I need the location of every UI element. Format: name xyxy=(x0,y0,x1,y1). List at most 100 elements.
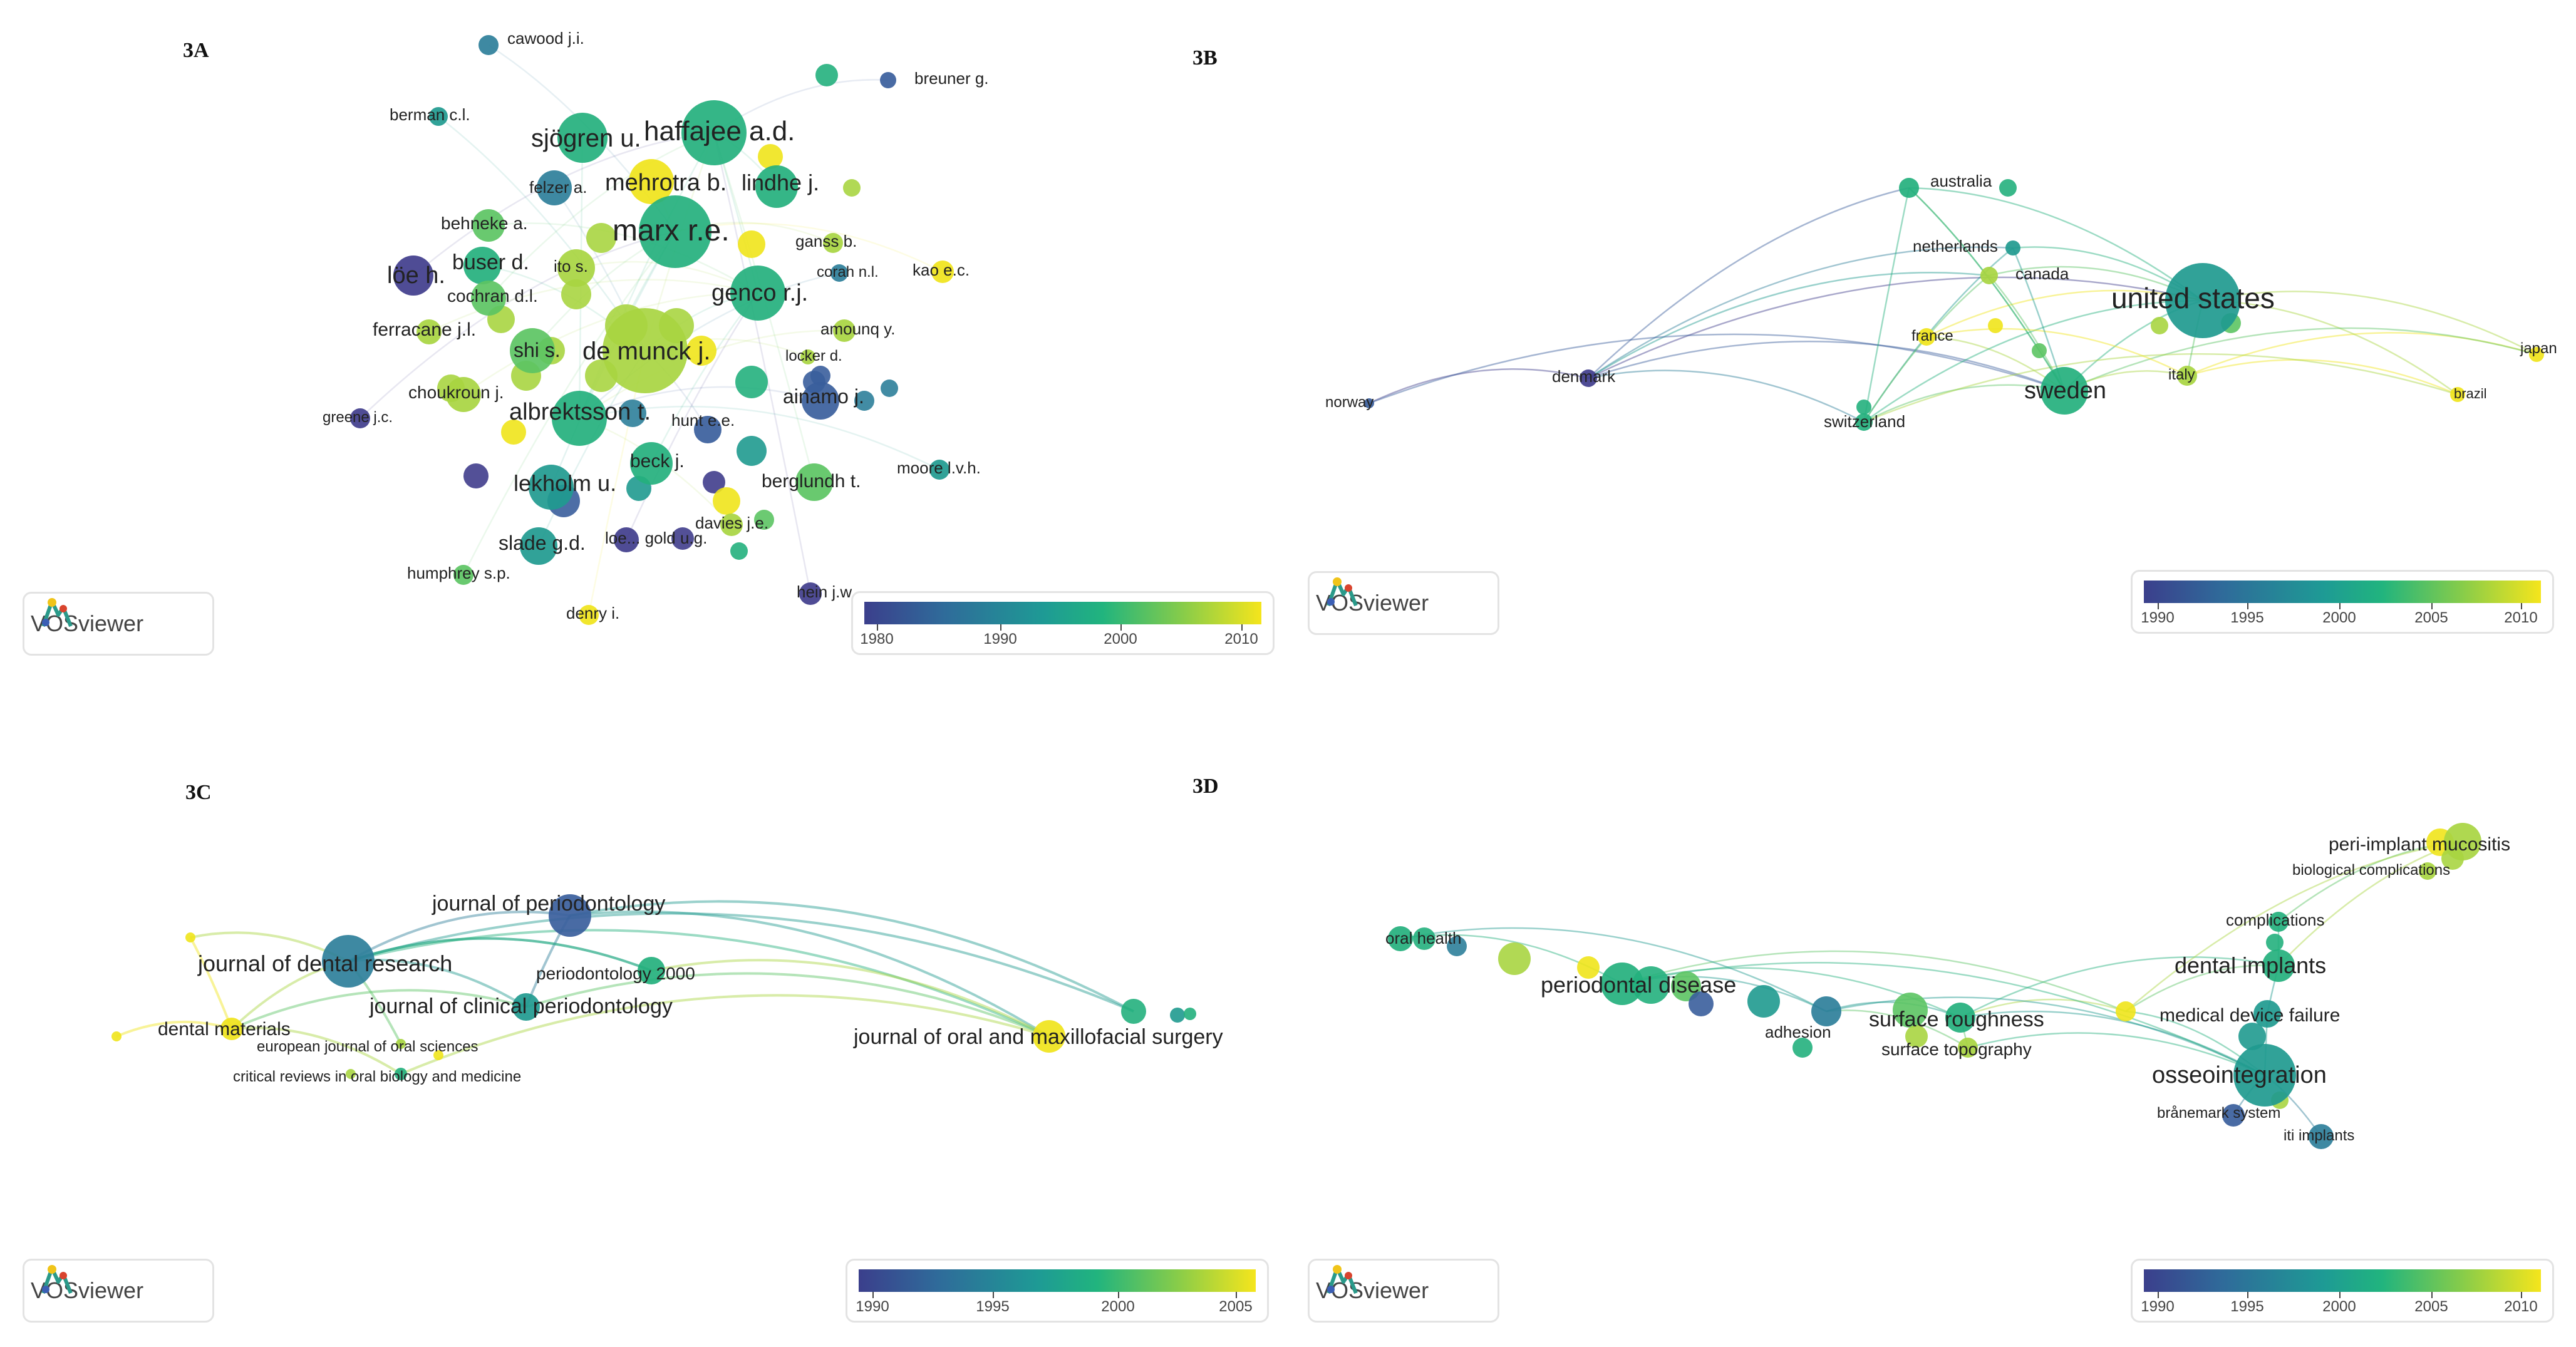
minor-node[interactable] xyxy=(185,932,195,942)
node-de-munck-j[interactable] xyxy=(603,308,688,393)
minor-node[interactable] xyxy=(671,527,694,550)
node-ito-s[interactable] xyxy=(557,249,595,287)
vosviewer-logo[interactable]: VOSviewer xyxy=(23,1259,214,1323)
minor-node[interactable] xyxy=(738,230,765,258)
node-european-journal-of-oral-sciences[interactable] xyxy=(396,1039,406,1049)
node-norway[interactable] xyxy=(1364,398,1374,408)
node-biological-complications[interactable] xyxy=(2419,862,2436,880)
minor-node[interactable] xyxy=(2032,343,2047,358)
minor-node[interactable] xyxy=(730,542,748,560)
node-hein-j-w[interactable] xyxy=(799,582,822,605)
minor-node[interactable] xyxy=(1747,985,1780,1018)
node-osseointegration[interactable] xyxy=(2233,1044,2296,1107)
minor-node[interactable] xyxy=(754,510,774,530)
node-lindhe-j[interactable] xyxy=(755,165,798,208)
vosviewer-logo[interactable]: VOSviewer xyxy=(23,592,214,656)
minor-node[interactable] xyxy=(1856,400,1871,415)
vosviewer-logo[interactable]: VOSviewer xyxy=(1308,571,1499,635)
node-lo-e-h[interactable] xyxy=(393,255,433,296)
minor-node[interactable] xyxy=(810,366,830,386)
minor-node[interactable] xyxy=(713,487,740,515)
minor-node[interactable] xyxy=(854,391,874,411)
minor-node[interactable] xyxy=(1170,1008,1185,1023)
node-breuner-g[interactable] xyxy=(880,72,896,88)
node-brazil[interactable] xyxy=(2450,387,2465,402)
node-choukroun-j[interactable] xyxy=(446,377,481,412)
node-felzer-a[interactable] xyxy=(537,170,572,205)
minor-node[interactable] xyxy=(1121,999,1146,1024)
node-buser-d[interactable] xyxy=(463,247,501,284)
node-bra-nemark-system[interactable] xyxy=(2222,1104,2245,1127)
minor-node[interactable] xyxy=(1498,942,1531,975)
minor-node[interactable] xyxy=(758,144,783,169)
minor-node[interactable] xyxy=(111,1031,122,1041)
minor-node[interactable] xyxy=(619,400,646,427)
node-marx-r-e[interactable] xyxy=(639,195,711,268)
minor-node[interactable] xyxy=(1689,991,1714,1016)
node-kao-e-c[interactable] xyxy=(931,261,954,283)
node-slade-g-d[interactable] xyxy=(520,527,557,565)
minor-node[interactable] xyxy=(843,179,861,197)
node-haffajee-a-d[interactable] xyxy=(681,100,747,165)
node-genco-r-j[interactable] xyxy=(730,266,785,321)
minor-node[interactable] xyxy=(2151,317,2168,334)
node-periodontal-disease[interactable] xyxy=(1601,963,1643,1005)
minor-node[interactable] xyxy=(815,64,838,86)
node-journal-of-clinical-periodontology[interactable] xyxy=(512,993,540,1021)
node-cochran-d-l[interactable] xyxy=(471,281,506,316)
node-japan[interactable] xyxy=(2529,347,2544,362)
minor-node[interactable] xyxy=(463,463,489,488)
node-sjo-gren-u[interactable] xyxy=(557,113,608,163)
node-medical-device-failure[interactable] xyxy=(2253,1000,2281,1028)
node-cawood-j-i[interactable] xyxy=(478,35,499,55)
node-journal-of-periodontology[interactable] xyxy=(549,894,591,937)
node-humphrey-s-p[interactable] xyxy=(453,565,473,585)
minor-node[interactable] xyxy=(2116,1001,2136,1021)
minor-node[interactable] xyxy=(686,336,716,366)
minor-node[interactable] xyxy=(1577,956,1600,979)
node-critical-reviews-in-oral-biology-and-medicine[interactable] xyxy=(395,1068,407,1080)
node-berman-c-l[interactable] xyxy=(429,107,448,126)
minor-node[interactable] xyxy=(881,379,898,397)
node-oral-health[interactable] xyxy=(1388,926,1413,951)
minor-node[interactable] xyxy=(1893,993,1928,1028)
node-greene-j-c[interactable] xyxy=(350,408,370,428)
node-lekholm-u[interactable] xyxy=(529,465,574,510)
node-peri-implant-mucositis[interactable] xyxy=(2444,823,2481,860)
minor-node[interactable] xyxy=(735,366,768,398)
node-davies-j-e[interactable] xyxy=(720,514,743,536)
minor-node[interactable] xyxy=(1184,1008,1196,1020)
node-netherlands[interactable] xyxy=(2005,240,2020,255)
minor-node[interactable] xyxy=(1447,936,1467,956)
node-denmark[interactable] xyxy=(1580,369,1597,387)
minor-node[interactable] xyxy=(1413,927,1435,950)
minor-node[interactable] xyxy=(433,1050,443,1060)
node-albrektsson-t[interactable] xyxy=(552,391,607,446)
minor-node[interactable] xyxy=(561,279,591,309)
node-mehrotra-b[interactable] xyxy=(629,159,674,204)
node-periodontology-2000[interactable] xyxy=(638,957,665,984)
node-adhesion[interactable] xyxy=(1811,996,1841,1026)
minor-node[interactable] xyxy=(2266,934,2284,951)
vosviewer-logo[interactable]: VOSviewer xyxy=(1308,1259,1499,1323)
node-hunt-e-e[interactable] xyxy=(694,416,722,443)
minor-node[interactable] xyxy=(737,436,767,466)
minor-node[interactable] xyxy=(346,1069,356,1079)
node-dental-materials[interactable] xyxy=(220,1018,243,1040)
node-switzerland[interactable] xyxy=(1855,413,1873,431)
node-loe-gold-u-g[interactable] xyxy=(614,527,639,552)
node-behneke-a[interactable] xyxy=(472,209,505,242)
node-dental-implants[interactable] xyxy=(2262,949,2295,982)
node-sweden[interactable] xyxy=(2041,367,2088,415)
minor-node[interactable] xyxy=(1999,179,2017,197)
node-surface-roughness[interactable] xyxy=(1945,1003,1975,1033)
node-denry-i[interactable] xyxy=(579,605,599,625)
node-iti-implants[interactable] xyxy=(2309,1124,2334,1149)
node-ferracane-j-l[interactable] xyxy=(416,319,442,344)
minor-node[interactable] xyxy=(1792,1038,1813,1058)
node-locker-d[interactable] xyxy=(800,349,815,364)
minor-node[interactable] xyxy=(586,223,616,253)
minor-node[interactable] xyxy=(1988,318,2003,333)
node-moore-l-v-h[interactable] xyxy=(929,460,949,480)
node-united-states[interactable] xyxy=(2165,263,2240,338)
